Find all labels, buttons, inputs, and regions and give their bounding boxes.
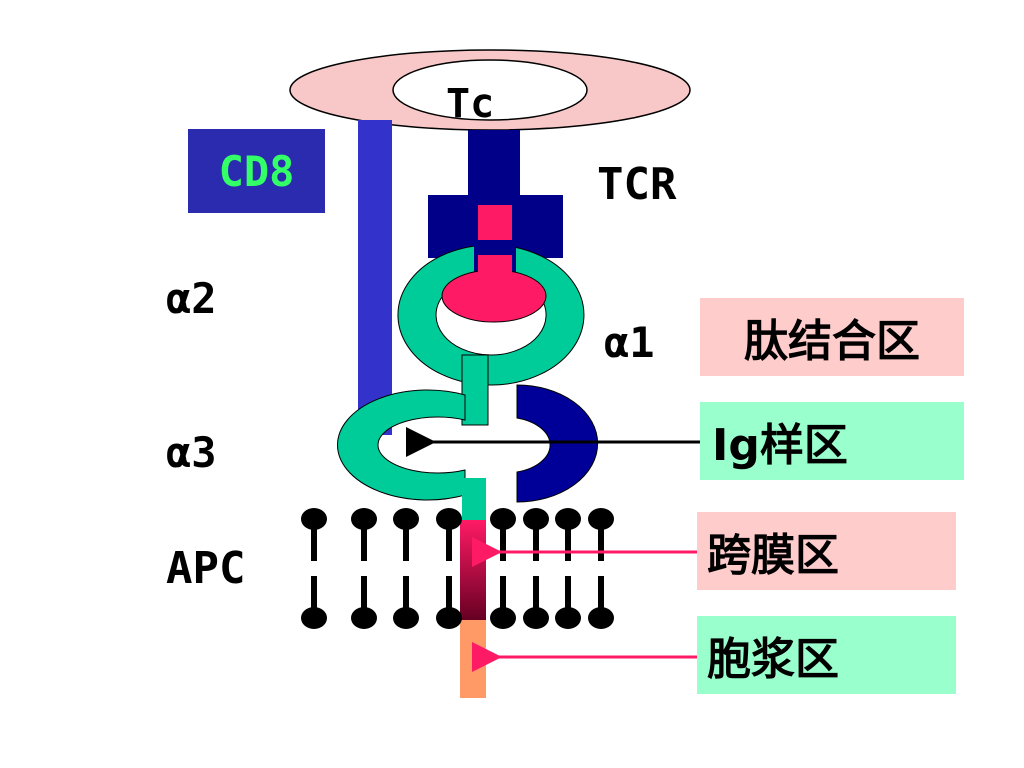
peptide-binding-region-label: 肽结合区	[744, 316, 920, 367]
cd8-label: CD8	[218, 146, 295, 196]
lipid-molecule	[490, 508, 516, 629]
ig-like-region-box: Ig样区	[700, 402, 964, 480]
cd8-box: CD8	[188, 129, 325, 213]
lipid-molecule	[393, 508, 419, 629]
alpha-stem	[462, 478, 486, 520]
cd8-bar	[358, 120, 392, 435]
apc-label: APC	[166, 543, 246, 594]
tc-label: Tc	[446, 81, 495, 127]
peptide-binding-region-box: 肽结合区	[700, 298, 964, 376]
lipid-molecule	[588, 508, 614, 629]
alpha3-label: α3	[166, 428, 217, 477]
peptide-neck	[478, 255, 512, 285]
lipid-molecule	[436, 508, 462, 629]
transmembrane-segment	[460, 520, 486, 620]
transmembrane-region-box: 跨膜区	[697, 512, 956, 590]
lipid-molecule	[555, 508, 581, 629]
alpha-link	[461, 354, 489, 426]
alpha2-label: α2	[166, 274, 217, 323]
alpha3-domain	[337, 389, 466, 501]
lipid-molecule	[301, 508, 327, 629]
ig-like-region-label: Ig样区	[712, 420, 848, 471]
cytoplasmic-tail	[460, 620, 486, 698]
tcr-stem	[468, 130, 520, 200]
cytoplasmic-region-box: 胞浆区	[697, 616, 956, 694]
lipid-molecule	[351, 508, 377, 629]
tc-cell-inner	[392, 59, 588, 121]
lipid-bilayer	[301, 508, 614, 629]
cytoplasmic-region-label: 胞浆区	[707, 634, 839, 685]
lipid-molecule	[523, 508, 549, 629]
transmembrane-region-label: 跨膜区	[707, 530, 839, 581]
tcr-label: TCR	[597, 159, 677, 210]
alpha1-label: α1	[604, 318, 655, 367]
